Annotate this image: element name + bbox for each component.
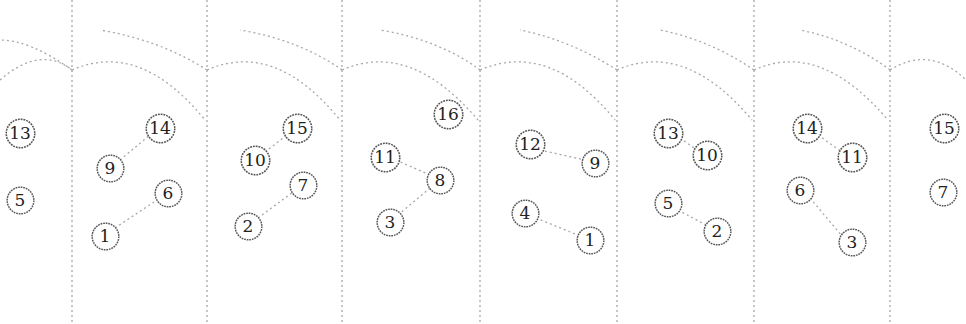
callout-number: 14 — [792, 113, 823, 144]
callout-number: 15 — [929, 113, 960, 144]
circled-number: 7 — [929, 178, 958, 207]
circled-number: 3 — [838, 228, 867, 257]
callout-number: 6 — [786, 176, 815, 205]
circled-number: 10 — [692, 140, 723, 171]
callout-number: 6 — [154, 179, 183, 208]
callout-number: 11 — [837, 142, 868, 173]
callout-number: 11 — [370, 142, 401, 173]
callout-number: 3 — [376, 208, 405, 237]
circled-number: 5 — [654, 189, 683, 218]
callout-number: 12 — [515, 129, 546, 160]
circled-number: 9 — [581, 149, 610, 178]
callout-number: 1 — [91, 222, 120, 251]
circled-number: 11 — [837, 142, 868, 173]
callout-number: 15 — [282, 113, 313, 144]
circled-number: 1 — [576, 226, 605, 255]
callout-number: 5 — [6, 186, 35, 215]
callout-number: 10 — [692, 140, 723, 171]
callout-number: 9 — [581, 149, 610, 178]
circled-number: 16 — [433, 99, 464, 130]
callout-number: 7 — [929, 178, 958, 207]
callout-number: 1 — [576, 226, 605, 255]
circled-number: 1 — [91, 222, 120, 251]
circled-number: 11 — [370, 142, 401, 173]
circled-number: 14 — [792, 113, 823, 144]
circled-number: 4 — [511, 199, 540, 228]
callout-number: 9 — [96, 154, 125, 183]
circled-number: 10 — [240, 145, 271, 176]
callout-number: 13 — [5, 118, 36, 149]
circled-number: 13 — [653, 118, 684, 149]
callout-number: 14 — [145, 113, 176, 144]
callout-number: 13 — [653, 118, 684, 149]
circled-number: 2 — [234, 212, 263, 241]
circled-number: 14 — [145, 113, 176, 144]
circled-number: 15 — [282, 113, 313, 144]
circled-number: 9 — [96, 154, 125, 183]
callout-number: 4 — [511, 199, 540, 228]
circled-number: 8 — [426, 166, 455, 195]
callout-number: 3 — [838, 228, 867, 257]
circled-number: 6 — [154, 179, 183, 208]
circled-number: 5 — [6, 186, 35, 215]
callout-number: 7 — [289, 171, 318, 200]
callout-number: 16 — [433, 99, 464, 130]
circled-number: 12 — [515, 129, 546, 160]
circled-number: 7 — [289, 171, 318, 200]
callout-number: 2 — [234, 212, 263, 241]
callout-number: 2 — [703, 217, 732, 246]
callout-number: 5 — [654, 189, 683, 218]
circled-number: 2 — [703, 217, 732, 246]
circled-number: 13 — [5, 118, 36, 149]
callout-number: 8 — [426, 166, 455, 195]
circled-number: 3 — [376, 208, 405, 237]
circled-number: 6 — [786, 176, 815, 205]
callout-number: 10 — [240, 145, 271, 176]
circled-number: 15 — [929, 113, 960, 144]
